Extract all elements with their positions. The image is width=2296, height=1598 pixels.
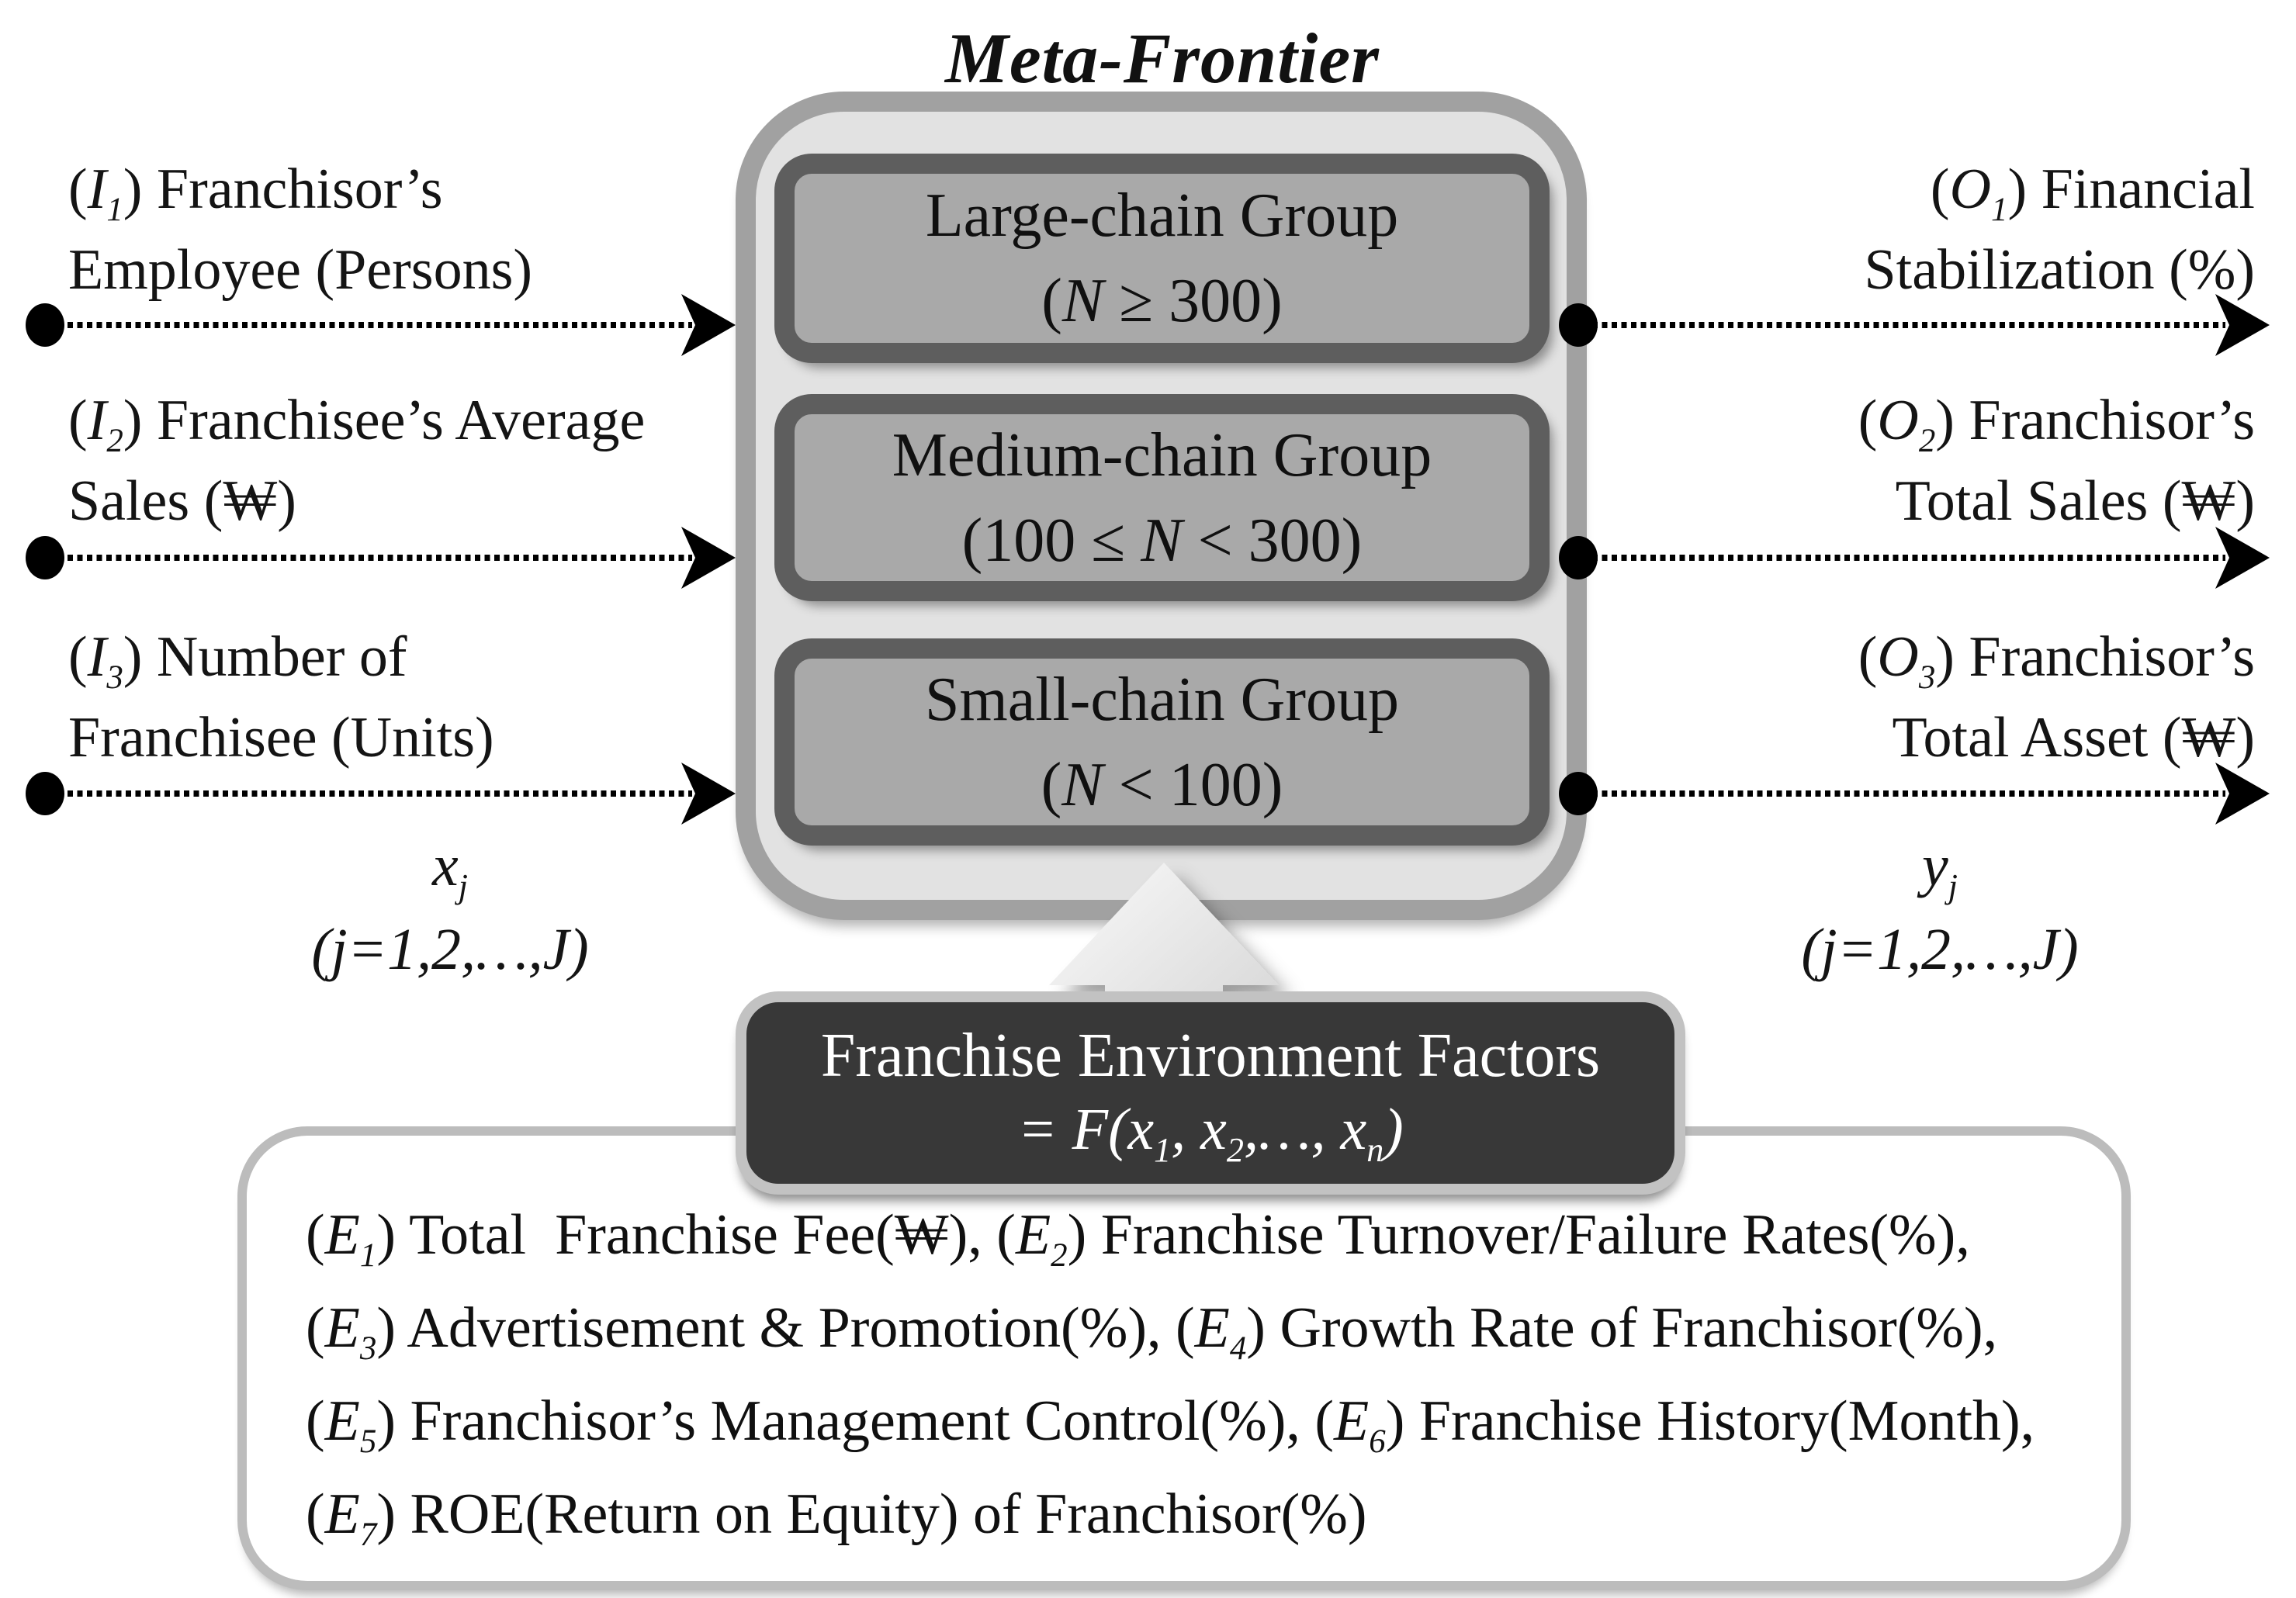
small-chain-group-box: Small-chain Group (N < 100) — [774, 638, 1550, 846]
group-condition: (N < 100) — [1041, 750, 1283, 819]
large-chain-group-box: Large-chain Group (N ≥ 300) — [774, 154, 1550, 363]
output-label-line: (O1) Financial — [1930, 157, 2255, 228]
input-label-1: (I1) Franchisor’s Employee (Persons) — [68, 149, 751, 310]
input-vector-index: (j=1,2,…,J) — [311, 917, 589, 982]
input-label-2: (I2) Franchisee’s Average Sales (₩) — [68, 380, 751, 541]
output-vector-index: (j=1,2,…,J) — [1801, 917, 2079, 982]
input-label-line: (I2) Franchisee’s Average — [68, 389, 646, 459]
connector-dot-icon — [26, 772, 64, 815]
environment-box-title: Franchise Environment Factors — [820, 1022, 1601, 1090]
output-label-3: (O3) Franchisor’s Total Asset (₩) — [1619, 617, 2255, 778]
medium-chain-group-box: Medium-chain Group (100 ≤ N < 300) — [774, 394, 1550, 601]
input-vector-annotation: xj (j=1,2,…,J) — [233, 824, 667, 991]
group-name: Large-chain Group — [925, 182, 1399, 250]
connector-dot-icon — [26, 536, 64, 579]
input-label-line: (I3) Number of — [68, 625, 407, 696]
group-name: Small-chain Group — [925, 665, 1399, 734]
input-label-line: Employee (Persons) — [68, 238, 533, 302]
connector-dot-icon — [26, 303, 64, 347]
output-label-2: (O2) Franchisor’s Total Sales (₩) — [1619, 380, 2255, 541]
output-vector-annotation: yj (j=1,2,…,J) — [1723, 824, 2157, 991]
group-condition: (100 ≤ N < 300) — [961, 506, 1363, 575]
input-label-3: (I3) Number of Franchisee (Units) — [68, 617, 751, 778]
group-condition: (N ≥ 300) — [1041, 267, 1283, 335]
input-label-line: (I1) Franchisor’s — [68, 157, 443, 228]
factor-line: (E7) ROE(Return on Equity) of Franchisor… — [306, 1482, 1367, 1553]
output-label-line: Total Asset (₩) — [1892, 706, 2256, 770]
factor-line: (E1) Total Franchise Fee(₩), (E2) Franch… — [306, 1203, 1970, 1274]
environment-factors-box: Franchise Environment Factors = F(x1, x2… — [736, 991, 1685, 1195]
output-label-line: Total Sales (₩) — [1895, 469, 2255, 533]
output-label-line: (O2) Franchisor’s — [1858, 389, 2255, 459]
factor-line: (E3) Advertisement & Promotion(%), (E4) … — [306, 1296, 1998, 1367]
output-label-line: (O3) Franchisor’s — [1858, 625, 2255, 696]
input-label-line: Franchisee (Units) — [68, 706, 494, 770]
output-label-line: Stabilization (%) — [1864, 238, 2255, 302]
output-vector-symbol: yj — [1922, 833, 1958, 906]
environment-factors-list-box: (E1) Total Franchise Fee(₩), (E2) Franch… — [237, 1126, 2131, 1590]
group-name: Medium-chain Group — [892, 420, 1432, 489]
environment-box-formula: = F(x1, x2,…, xn) — [1017, 1097, 1404, 1170]
diagram-title: Meta-Frontier — [945, 19, 1380, 98]
factor-line: (E5) Franchisor’s Management Control(%),… — [306, 1389, 2035, 1460]
input-label-line: Sales (₩) — [68, 469, 296, 533]
input-vector-symbol: xj — [432, 833, 468, 906]
output-label-1: (O1) Financial Stabilization (%) — [1619, 149, 2255, 310]
